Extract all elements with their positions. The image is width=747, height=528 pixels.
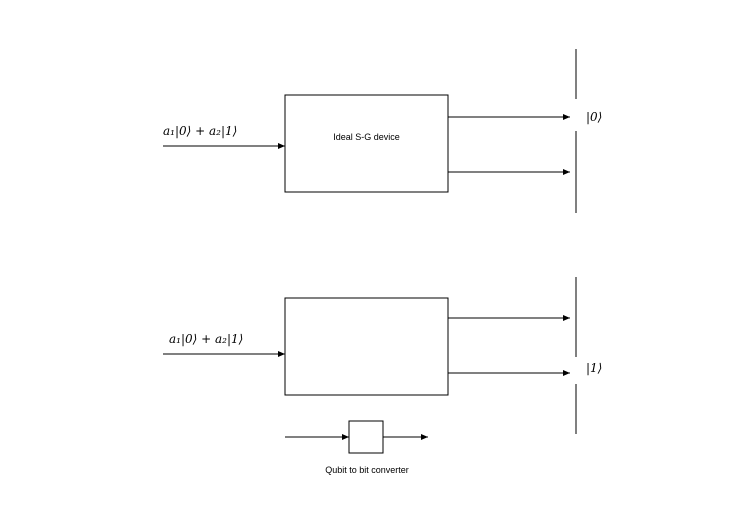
legend-converter-box (348, 420, 384, 454)
top-output-state-label: |0⟩ (586, 110, 602, 124)
bottom-output-state-label: |1⟩ (586, 361, 602, 375)
bottom-diagram: a₁|0⟩ + a₂|1⟩ |1⟩ (163, 277, 602, 434)
converter-legend: Qubit to bit converter (285, 420, 428, 475)
bottom-sg-device-box (284, 297, 449, 396)
legend-label: Qubit to bit converter (325, 465, 409, 475)
bottom-input-state-label: a₁|0⟩ + a₂|1⟩ (169, 332, 243, 346)
top-sg-device-label: Ideal S-G device (333, 132, 400, 142)
top-diagram: a₁|0⟩ + a₂|1⟩ Ideal S-G device |0⟩ (163, 49, 602, 213)
top-sg-device-box (284, 94, 449, 193)
top-input-state-label: a₁|0⟩ + a₂|1⟩ (163, 124, 237, 138)
